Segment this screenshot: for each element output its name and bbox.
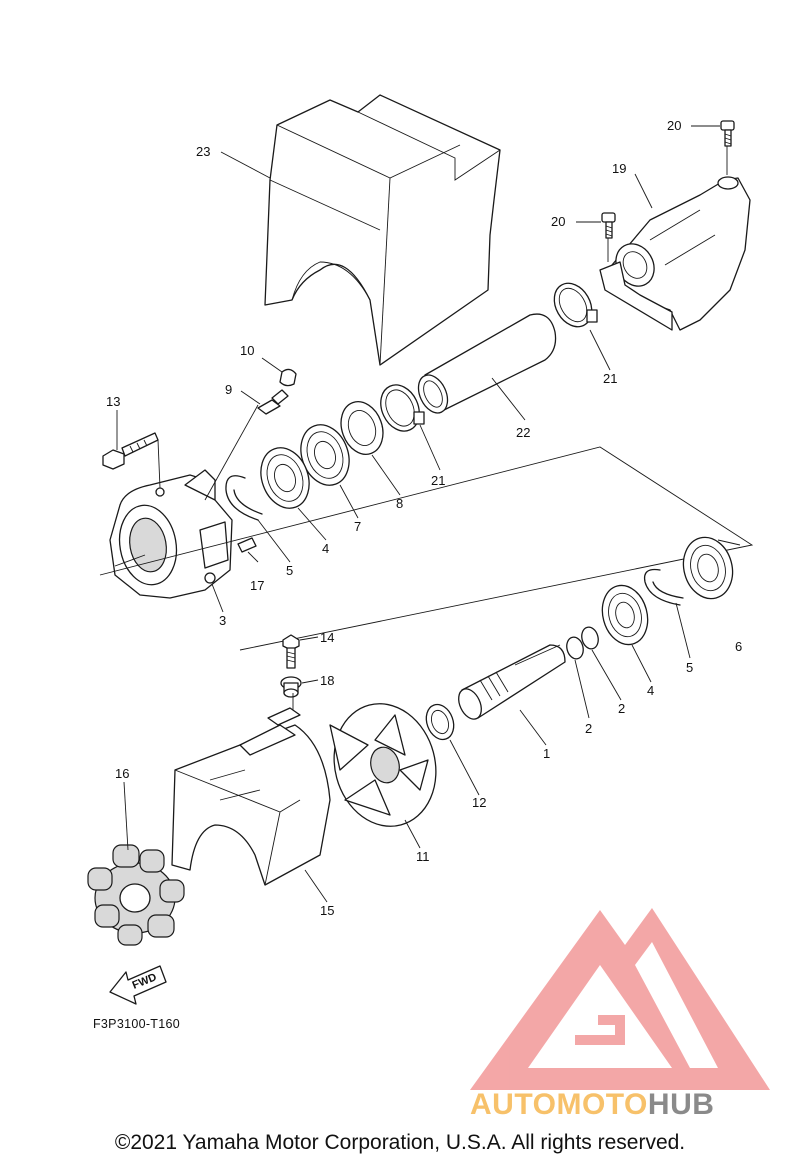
part-20-bolt-upper [720,120,735,147]
callout-13: 13 [106,394,120,409]
part-11-impeller [329,703,437,827]
part-22-hose [417,313,557,414]
callout-5-lower: 5 [686,660,693,675]
part-7-bearing [300,424,350,486]
callout-11: 11 [416,849,430,864]
callout-23: 23 [196,144,210,159]
callout-10: 10 [240,343,254,358]
watermark-logo [470,908,770,1090]
callout-1: 1 [543,746,550,761]
callout-7: 7 [354,519,361,534]
part-5-circlip-lower [643,568,684,606]
part-13-bolt [102,432,159,470]
callout-19: 19 [612,161,626,176]
part-21-clamp-lower [380,384,425,432]
callout-8: 8 [396,496,403,511]
callout-17: 17 [250,578,264,593]
callout-6: 6 [735,639,742,654]
part-2-oring-a [581,626,599,650]
part-12-ring [425,703,455,741]
callout-18: 18 [320,673,334,688]
callout-4-lower: 4 [647,683,654,698]
subassembly-frame [99,446,754,651]
part-6-bearing [682,536,734,600]
part-18-washer [280,676,302,698]
callout-16: 16 [115,766,129,781]
callout-21-lower: 21 [431,473,445,488]
callout-20-upper: 20 [667,118,681,133]
callout-2a: 2 [585,721,592,736]
part-2-oring-b [566,636,584,660]
part-16-damper [87,844,185,946]
callout-14: 14 [320,630,334,645]
callout-labels: 1 2 2 3 4 4 5 5 6 7 8 9 10 11 12 13 14 1… [106,118,742,918]
callout-9: 9 [225,382,232,397]
part-10-cap [279,368,297,387]
part-4-bearing-lower [601,584,649,646]
callout-21-upper: 21 [603,371,617,386]
callout-22: 22 [516,425,530,440]
part-1-shaft [458,644,566,720]
callout-20-side: 20 [551,214,565,229]
part-3-housing [109,469,233,599]
part-17-pin [237,537,257,553]
callout-2b: 2 [618,701,625,716]
copyright-notice: ©2021 Yamaha Motor Corporation, U.S.A. A… [114,1131,686,1154]
callout-3: 3 [219,613,226,628]
leader-lines [114,125,741,903]
part-9-fitting [257,389,289,415]
part-5-circlip-upper [225,475,263,521]
callout-5-upper: 5 [286,563,293,578]
part-20-bolt-side [601,212,616,239]
diagram-code: F3P3100-T160 [93,1017,180,1031]
part-15-cover [171,707,331,886]
callout-15: 15 [320,903,334,918]
part-23-cover [264,94,501,366]
callout-4-upper: 4 [322,541,329,556]
watermark-wordmark: AUTOMOTOHUB [470,1088,714,1121]
watermark-word-a: AUTOMOTOHUB [470,1088,714,1121]
part-4-bearing-upper [260,447,310,509]
part-19-nozzle [599,176,751,331]
part-14-bolt [282,634,300,669]
part-8-seal [340,401,384,455]
part-21-clamp-upper [553,282,598,328]
fwd-arrow: FWD [109,965,167,1005]
callout-12: 12 [472,795,486,810]
